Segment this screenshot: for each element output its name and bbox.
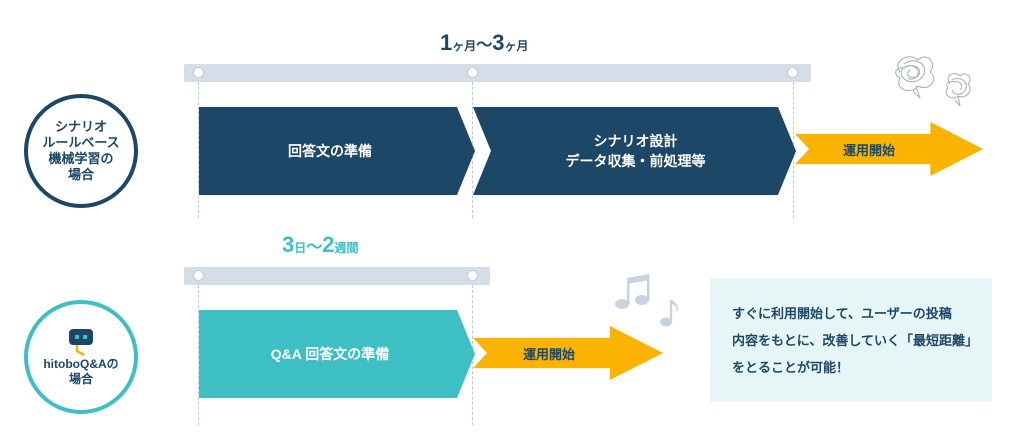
- timeline-dot: [467, 67, 478, 78]
- launch-arrow-bottom: 運用開始: [473, 326, 663, 380]
- case-label-line: hitoboQ&Aの: [43, 357, 119, 371]
- timeline-dot: [193, 270, 204, 281]
- case-label-hitobo: hitoboQ&Aの 場合: [24, 300, 138, 414]
- case-label-line: シナリオ: [54, 119, 107, 134]
- timeline-bar-bottom: [184, 267, 490, 285]
- timeline-dot: [193, 67, 204, 78]
- launch-label: 運用開始: [843, 142, 896, 158]
- timeline-dot: [467, 270, 478, 281]
- step-scenario-design: シナリオ設計 データ収集・前処理等: [473, 107, 796, 195]
- step-qa-answer-prep: Q&A 回答文の準備: [199, 310, 475, 398]
- benefit-callout: すぐに利用開始して、ユーザーの投稿 内容をもとに、改善していく「最短距離」 をと…: [710, 278, 992, 402]
- scribble-cloud-icon: [895, 56, 971, 107]
- case-label-scenario: シナリオ ルールベース 機械学習の 場合: [24, 94, 138, 208]
- step-label: Q&A 回答文の準備: [270, 346, 390, 362]
- step-label: データ収集・前処理等: [565, 153, 706, 169]
- timeline-guide: [198, 82, 199, 218]
- callout-line: すぐに利用開始して、ユーザーの投稿: [732, 306, 952, 321]
- case-label-line: 場合: [68, 372, 93, 386]
- case-label-line: 機械学習の: [48, 151, 114, 166]
- duration-top: 1ヶ月〜3ヶ月: [440, 30, 529, 55]
- step-label: シナリオ設計: [593, 133, 678, 149]
- duration-bottom: 3日〜2週間: [282, 232, 359, 257]
- step-label: 回答文の準備: [288, 143, 372, 159]
- timeline-dot: [787, 67, 798, 78]
- case-label-line: 場合: [67, 167, 94, 182]
- launch-label: 運用開始: [523, 346, 576, 362]
- timeline-guide: [198, 285, 199, 425]
- step-answer-prep: 回答文の準備: [199, 107, 475, 195]
- launch-arrow-top: 運用開始: [795, 122, 983, 176]
- case-label-line: ルールベース: [42, 135, 120, 150]
- robot-icon: [69, 329, 93, 357]
- callout-line: 内容をもとに、改善していく「最短距離」: [732, 333, 978, 348]
- music-note-icon: [615, 274, 679, 327]
- timeline-bar-top: [184, 64, 811, 82]
- callout-line: をとることが可能！: [732, 360, 850, 375]
